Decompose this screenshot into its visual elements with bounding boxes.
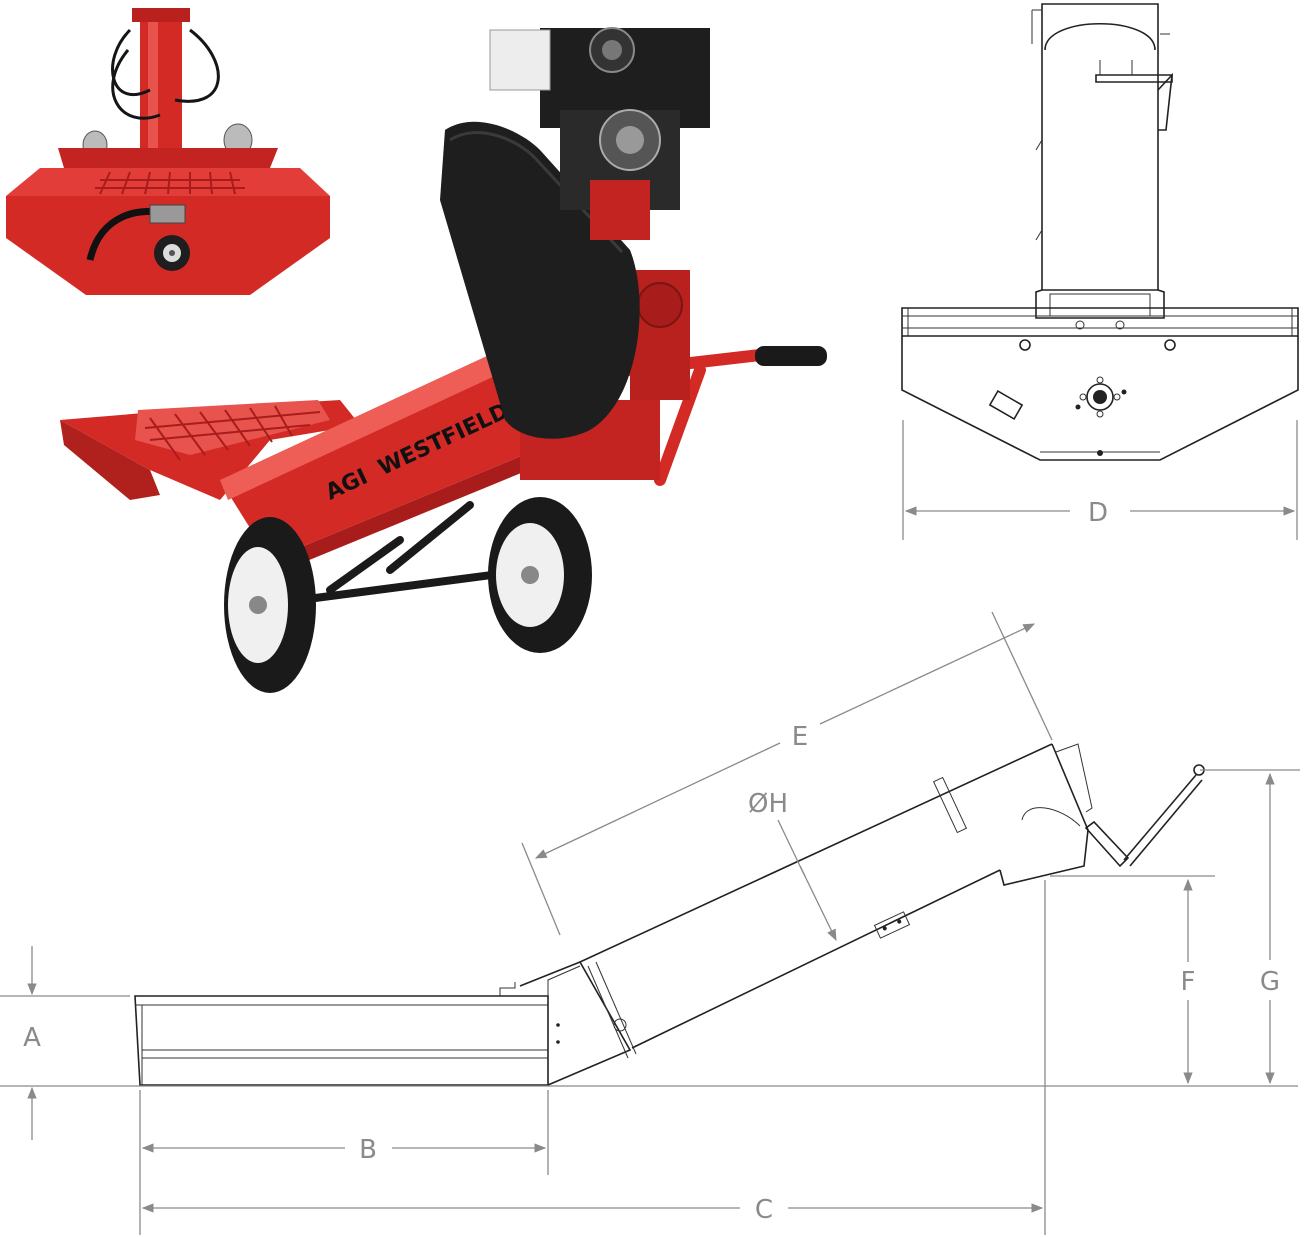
dimension-label-b: B bbox=[359, 1135, 377, 1165]
hopper-rear-photo bbox=[0, 0, 340, 305]
dimension-label-h: ØH bbox=[748, 789, 788, 819]
dimension-label-d: D bbox=[1088, 498, 1108, 528]
dimension-label-f: F bbox=[1181, 967, 1196, 997]
front-view-drawing: D bbox=[901, 3, 1299, 540]
side-view-drawing: A B C E ØH F G bbox=[0, 611, 1300, 1235]
dimension-label-a: A bbox=[23, 1023, 41, 1053]
auger-photo: AGI WESTFIELD bbox=[60, 27, 827, 693]
dimension-label-c: C bbox=[755, 1195, 773, 1225]
dimension-label-g: G bbox=[1260, 967, 1280, 997]
dimension-label-e: E bbox=[792, 722, 808, 752]
